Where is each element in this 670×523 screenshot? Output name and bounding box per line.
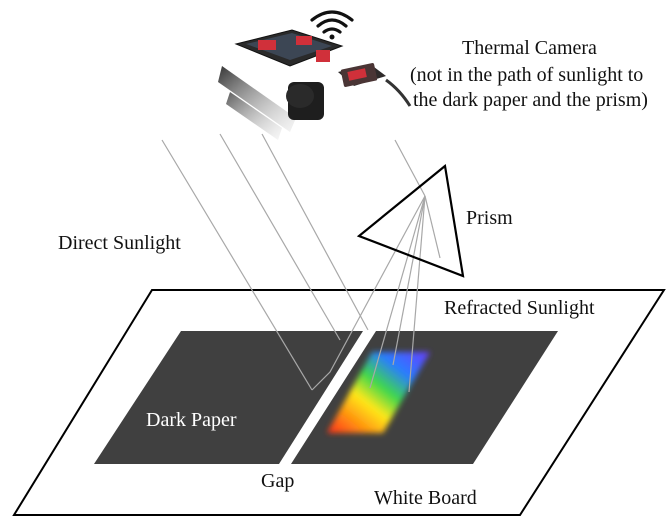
- spectrum-band: [327, 352, 430, 433]
- refracted-ray-1: [369, 195, 426, 389]
- prism-triangle: [356, 163, 465, 278]
- prism-label: Prism: [466, 207, 513, 229]
- thermal-camera-icon: [218, 29, 412, 140]
- direct-ray-1: [161, 139, 313, 391]
- camera-note-line-2: the dark paper and the prism): [413, 89, 648, 111]
- direct-ray-3: [261, 133, 369, 331]
- reflected-ray-left: [311, 195, 426, 391]
- gap-label: Gap: [261, 470, 294, 492]
- direct-sunlight-label: Direct Sunlight: [58, 232, 181, 254]
- dark-paper-label: Dark Paper: [146, 409, 237, 431]
- sunlight-rays: [161, 133, 441, 393]
- refracted-ray-2: [392, 195, 426, 366]
- white-board-label: White Board: [374, 487, 477, 509]
- refracted-ray-3: [408, 195, 426, 393]
- dark-paper-left: [94, 331, 363, 464]
- camera-note-line-1: (not in the path of sunlight to: [410, 64, 643, 86]
- wifi-icon: [310, 10, 354, 40]
- paper-gap: [282, 329, 373, 466]
- prism-in-ray: [394, 139, 426, 197]
- direct-ray-2: [219, 133, 341, 341]
- camera-title-label: Thermal Camera: [462, 37, 597, 59]
- refracted-sunlight-label: Refracted Sunlight: [444, 297, 595, 319]
- refracted-ray-4: [424, 195, 441, 259]
